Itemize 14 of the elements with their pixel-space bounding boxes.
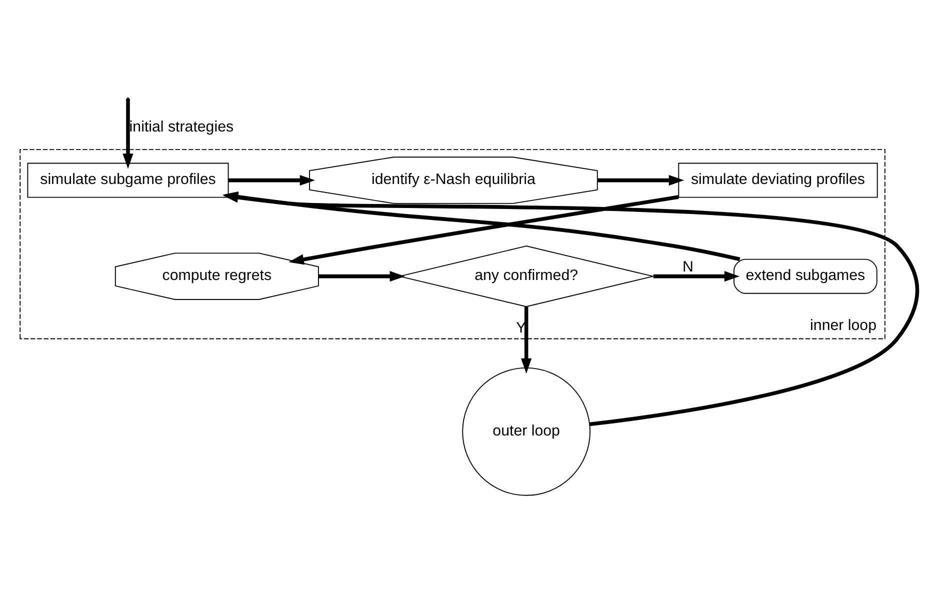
arrow (288, 194, 679, 264)
node-diamond: any confirmed? (399, 245, 654, 307)
arrow (598, 174, 684, 186)
arrow (228, 174, 316, 186)
node-box: simulate subgame profiles (27, 162, 229, 198)
arrow (122, 98, 134, 168)
node-circle: outer loop (462, 366, 591, 496)
arrow (318, 270, 405, 282)
node-box: simulate deviating profiles (678, 162, 878, 198)
edge-label: N (682, 258, 694, 275)
arrow (521, 306, 532, 374)
node-box: extend subgames (734, 258, 878, 294)
edge-label: initial strategies (129, 118, 234, 135)
arrow (653, 270, 740, 282)
